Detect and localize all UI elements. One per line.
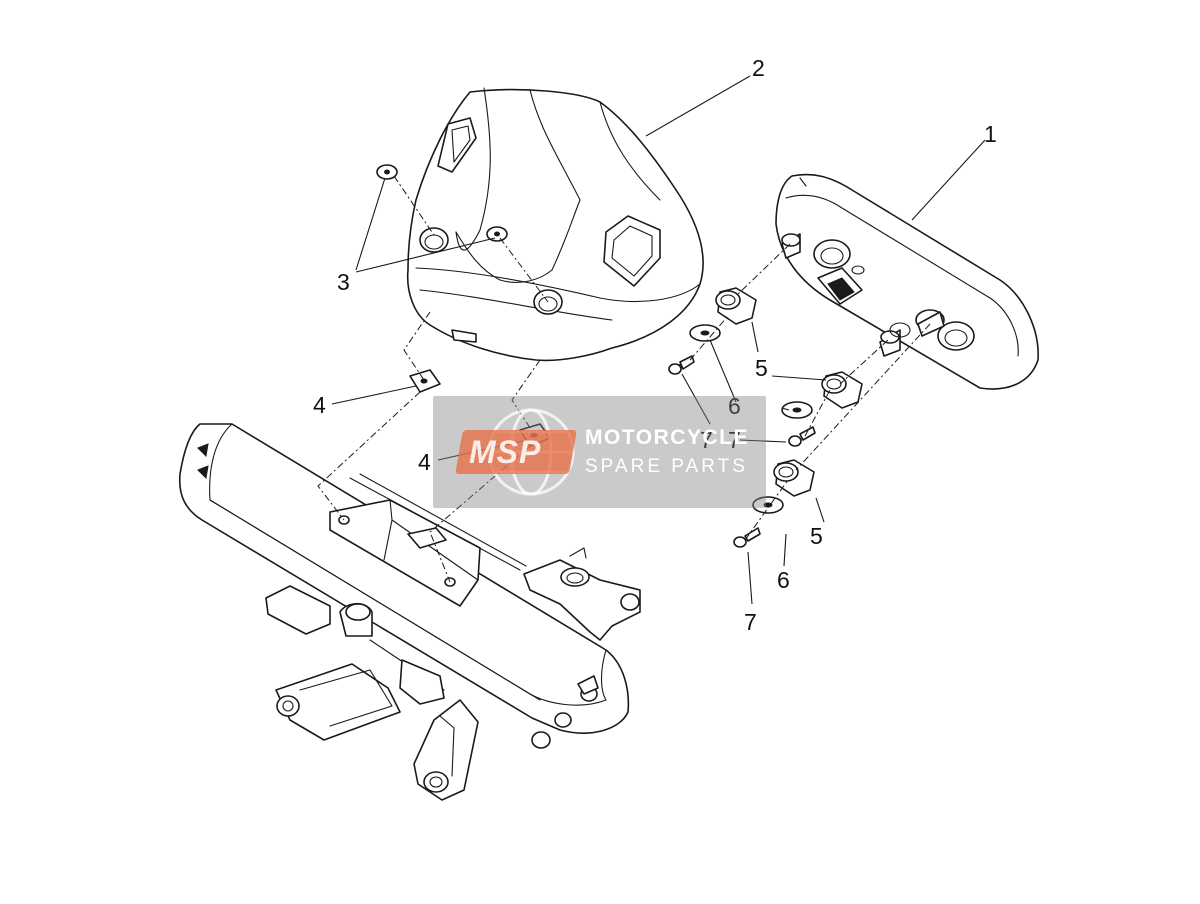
callout-4-lower: 4 <box>418 449 431 475</box>
callout-5-lower: 5 <box>810 523 823 549</box>
callout-6-upper: 6 <box>728 393 741 419</box>
watermark-overlay: MSP MOTORCYCLE SPARE PARTS <box>433 396 766 508</box>
mounting-bracket <box>178 423 641 801</box>
logo-text: MSP <box>469 434 542 470</box>
watermark-title: MOTORCYCLE <box>585 426 749 449</box>
callout-3: 3 <box>337 269 350 295</box>
callout-2: 2 <box>752 55 765 81</box>
callout-6-lower: 6 <box>777 567 790 593</box>
watermark-subtitle: SPARE PARTS <box>585 456 748 477</box>
instrument-cover-part-2 <box>406 87 704 362</box>
assembly-lines <box>317 175 931 583</box>
callout-numbers: 1 2 3 4 4 5 5 6 6 7 7 7 <box>313 55 997 635</box>
callout-1: 1 <box>984 121 997 147</box>
callout-7-upper: 7 <box>700 427 713 453</box>
washer-part-6 <box>689 324 813 514</box>
callout-4-upper: 4 <box>313 392 326 418</box>
bolt-part-7 <box>668 355 816 548</box>
grommet-part-5 <box>715 287 863 497</box>
instrument-panel-part-1 <box>775 173 1039 390</box>
screw-part-3 <box>376 164 508 242</box>
callout-7-lower: 7 <box>744 609 757 635</box>
callout-7-middle: 7 <box>728 427 741 453</box>
callout-5-upper: 5 <box>755 355 768 381</box>
